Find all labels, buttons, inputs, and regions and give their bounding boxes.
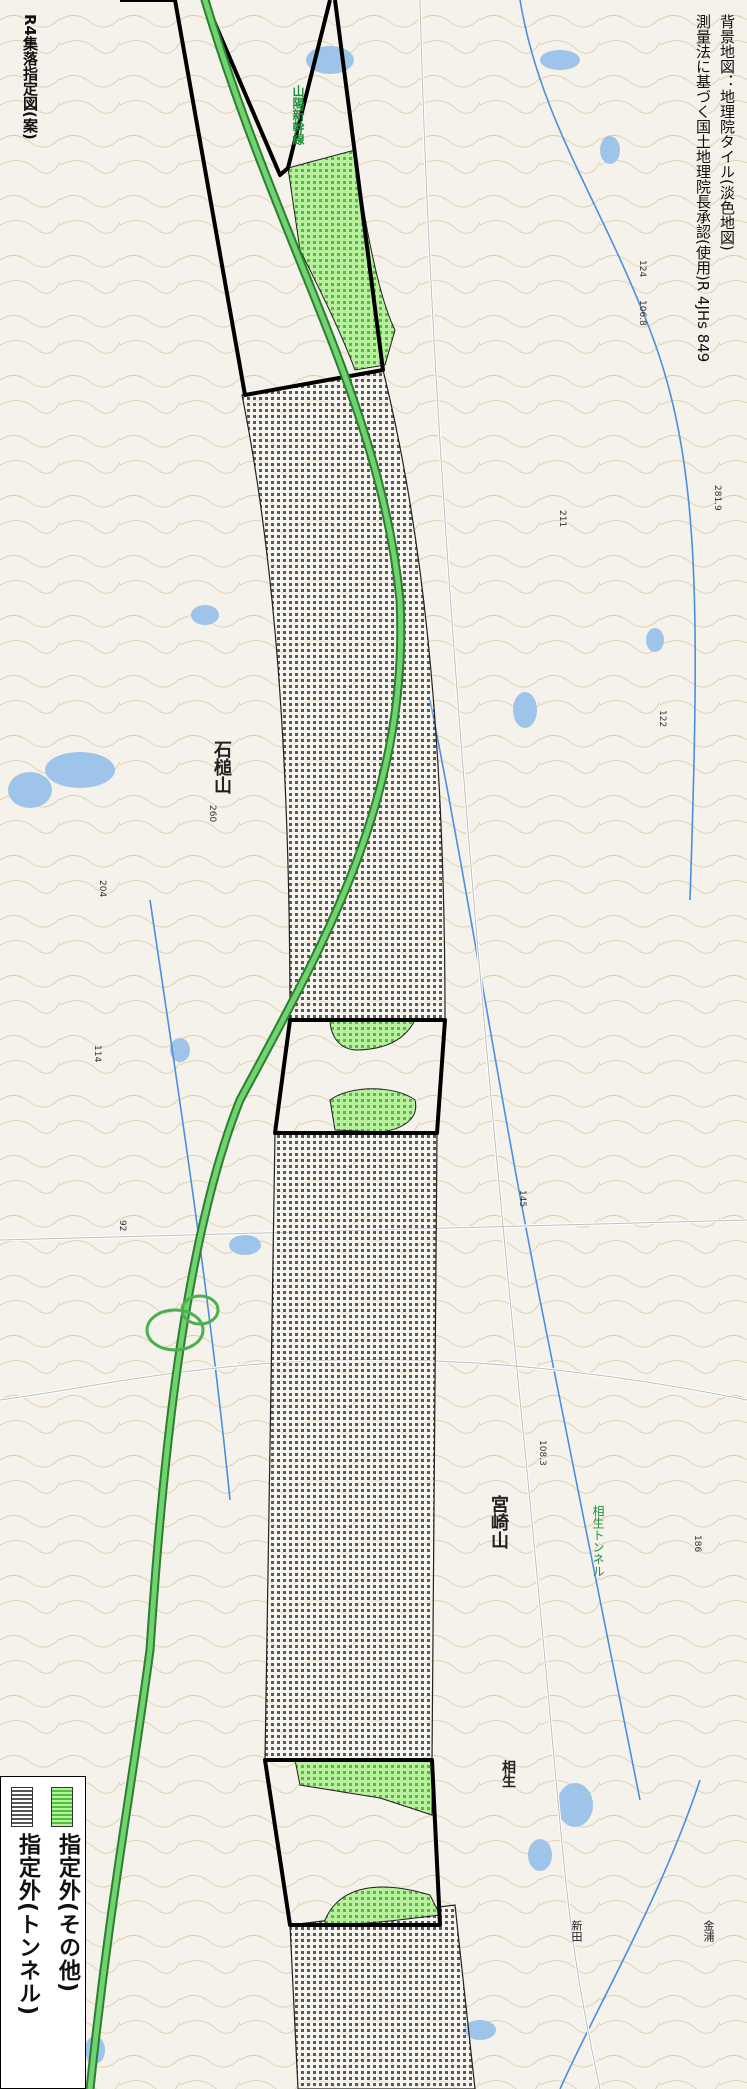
place-ishizuchi: 石槌山: [211, 740, 232, 794]
svg-text:204: 204: [97, 880, 107, 897]
aioi-tunnel-label: 相生トンネル: [591, 1505, 605, 1577]
legend-swatch-tunnel: [11, 1787, 33, 1827]
designation-boundaries: [120, 0, 447, 1927]
svg-text:92: 92: [117, 1220, 127, 1231]
interchange: [145, 1294, 220, 1352]
svg-text:124: 124: [637, 260, 647, 277]
other-zone: [287, 149, 441, 1926]
shinkansen-label: 山陽新幹線: [291, 85, 305, 145]
background-note: 背景地図：地理院タイル(淡色地図): [718, 14, 736, 251]
survey-note: 測量法に基づく国土地理院長承認(使用)R 4JHs 849: [694, 14, 712, 363]
map-title: R4集落指定図(案): [21, 14, 39, 140]
svg-text:281.9: 281.9: [712, 485, 722, 511]
elevation-labels: 124 106.8 211 122 260 204 114 92 145 108…: [92, 260, 722, 1552]
legend-swatch-other: [51, 1787, 73, 1827]
place-aioi: 相生: [500, 1760, 516, 1788]
streams: [149, 0, 701, 2089]
legend-label-other: 指定外(その他): [55, 1833, 80, 1994]
place-kanaura: 金浦: [702, 1920, 715, 1942]
svg-text:260: 260: [207, 805, 217, 822]
svg-text:114: 114: [92, 1045, 102, 1062]
svg-text:108.3: 108.3: [537, 1440, 547, 1466]
map-legend: 指定外(トンネル) 指定外(その他): [0, 1776, 86, 2089]
svg-text:106.8: 106.8: [637, 300, 647, 326]
place-shinden: 新田: [570, 1920, 583, 1942]
svg-text:145: 145: [517, 1190, 527, 1207]
legend-label-tunnel: 指定外(トンネル): [15, 1833, 40, 2017]
svg-text:122: 122: [657, 710, 667, 727]
shinkansen-line: [85, 0, 406, 2089]
svg-text:186: 186: [692, 1535, 702, 1552]
svg-text:211: 211: [557, 510, 567, 527]
place-miyazaki: 宮崎山: [488, 1495, 509, 1549]
